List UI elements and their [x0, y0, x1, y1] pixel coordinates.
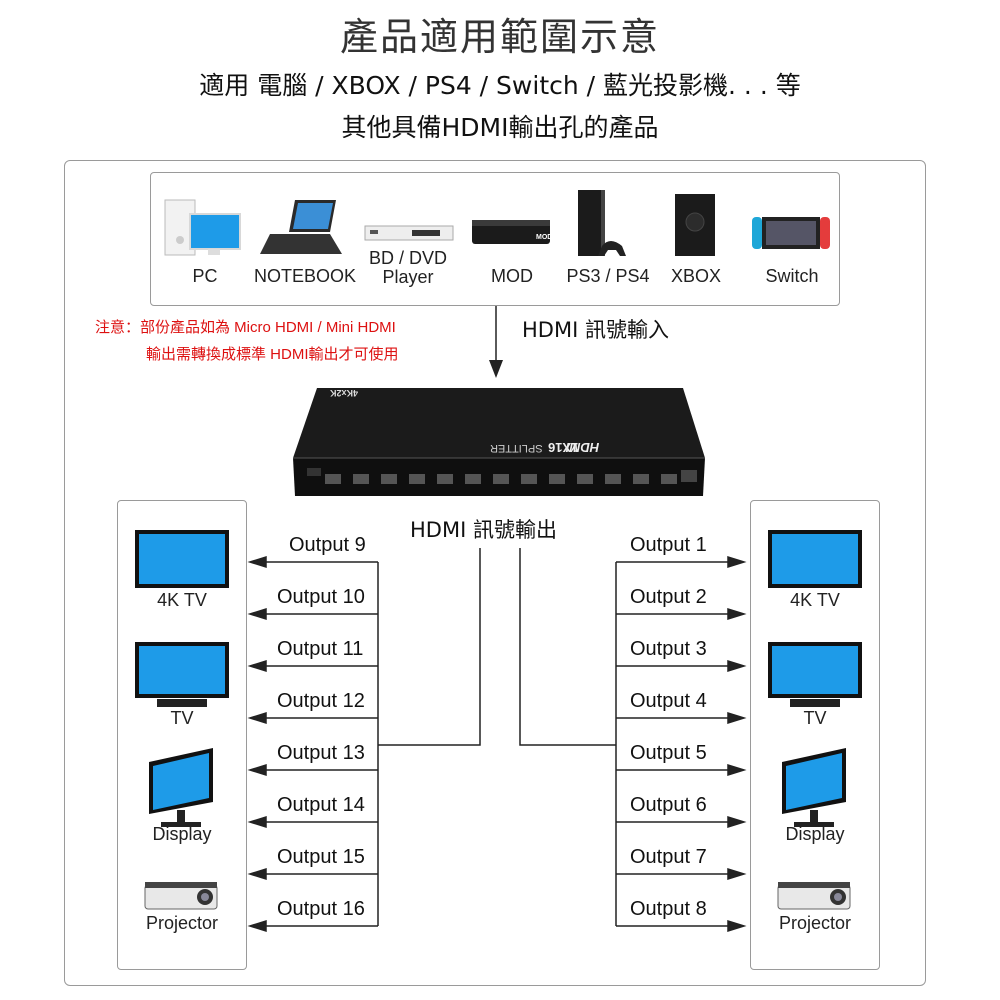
display-label-projector-left: Projector	[145, 913, 219, 933]
output-label-1: Output 1	[630, 534, 707, 556]
splitter-device	[293, 388, 705, 496]
source-label-dvd-2: Player	[382, 267, 434, 287]
subtitle-line-1: 適用 電腦 / XBOX / PS4 / Switch / 藍光投影機. . .…	[199, 71, 801, 100]
notebook-icon	[260, 200, 342, 254]
mod-box-icon: MOD	[472, 220, 552, 244]
display-label-tv-right: TV	[803, 708, 827, 728]
output-label-11: Output 11	[277, 638, 364, 660]
display-label-4k-tv-left: 4K TV	[157, 590, 207, 610]
projector-icon	[144, 882, 218, 910]
source-label-dvd-1: BD / DVD	[368, 248, 447, 268]
output-label-15: Output 15	[277, 846, 365, 868]
output-label-2: Output 2	[630, 586, 707, 608]
output-label-4: Output 4	[630, 690, 707, 712]
note-line-2: 輸出需轉換成標準 HDMI輸出才可使用	[146, 346, 399, 363]
output-label-5: Output 5	[630, 742, 707, 764]
output-label-7: Output 7	[630, 846, 707, 868]
source-label-pc: PC	[192, 266, 218, 286]
subtitle-line-2: 其他具備HDMI輸出孔的產品	[341, 113, 659, 142]
display-label-projector-right: Projector	[778, 913, 852, 933]
source-label-mod: MOD	[491, 266, 533, 286]
left-display-icons	[135, 530, 229, 910]
monitor-icon	[782, 748, 846, 827]
display-label-display-left: Display	[152, 824, 212, 844]
projector-icon	[777, 882, 851, 910]
svg-text:MOD: MOD	[536, 234, 552, 241]
source-label-switch: Switch	[765, 266, 819, 286]
output-label-12: Output 12	[277, 690, 365, 712]
output-label-13: Output 13	[277, 742, 365, 764]
input-arrow	[489, 306, 503, 378]
output-label-16: Output 16	[277, 898, 365, 920]
display-label-tv-left: TV	[170, 708, 194, 728]
display-label-4k-tv-right: 4K TV	[790, 590, 840, 610]
xbox-icon	[675, 194, 715, 256]
tv-icon	[135, 642, 229, 707]
switch-console-icon	[752, 217, 830, 249]
display-label-display-right: Display	[785, 824, 845, 844]
output-label: HDMI 訊號輸出	[410, 518, 557, 542]
tv-icon	[768, 642, 862, 707]
output-label-6: Output 6	[630, 794, 707, 816]
4k-tv-icon	[768, 530, 862, 588]
pc-icon	[164, 199, 241, 256]
note-line-1: 注意：部份產品如為 Micro HDMI / Mini HDMI	[95, 319, 396, 336]
4k-tv-icon	[135, 530, 229, 588]
diagram-frame	[64, 160, 926, 986]
page-title: 產品適用範圍示意	[339, 15, 660, 59]
output-label-9: Output 9	[289, 534, 366, 556]
output-label-10: Output 10	[277, 586, 365, 608]
monitor-icon	[149, 748, 213, 827]
input-label: HDMI 訊號輸入	[522, 318, 669, 342]
source-icons: MOD	[164, 190, 830, 256]
hdmi-port-row	[307, 468, 697, 484]
source-label-ps: PS3 / PS4	[566, 266, 650, 286]
dvd-player-icon	[364, 225, 454, 241]
output-label-14: Output 14	[277, 794, 365, 816]
output-label-3: Output 3	[630, 638, 707, 660]
right-display-icons	[768, 530, 862, 910]
source-label-xbox: XBOX	[670, 266, 722, 286]
source-label-notebook: NOTEBOOK	[253, 266, 356, 286]
playstation-icon	[578, 190, 626, 256]
output-label-8: Output 8	[630, 898, 707, 920]
